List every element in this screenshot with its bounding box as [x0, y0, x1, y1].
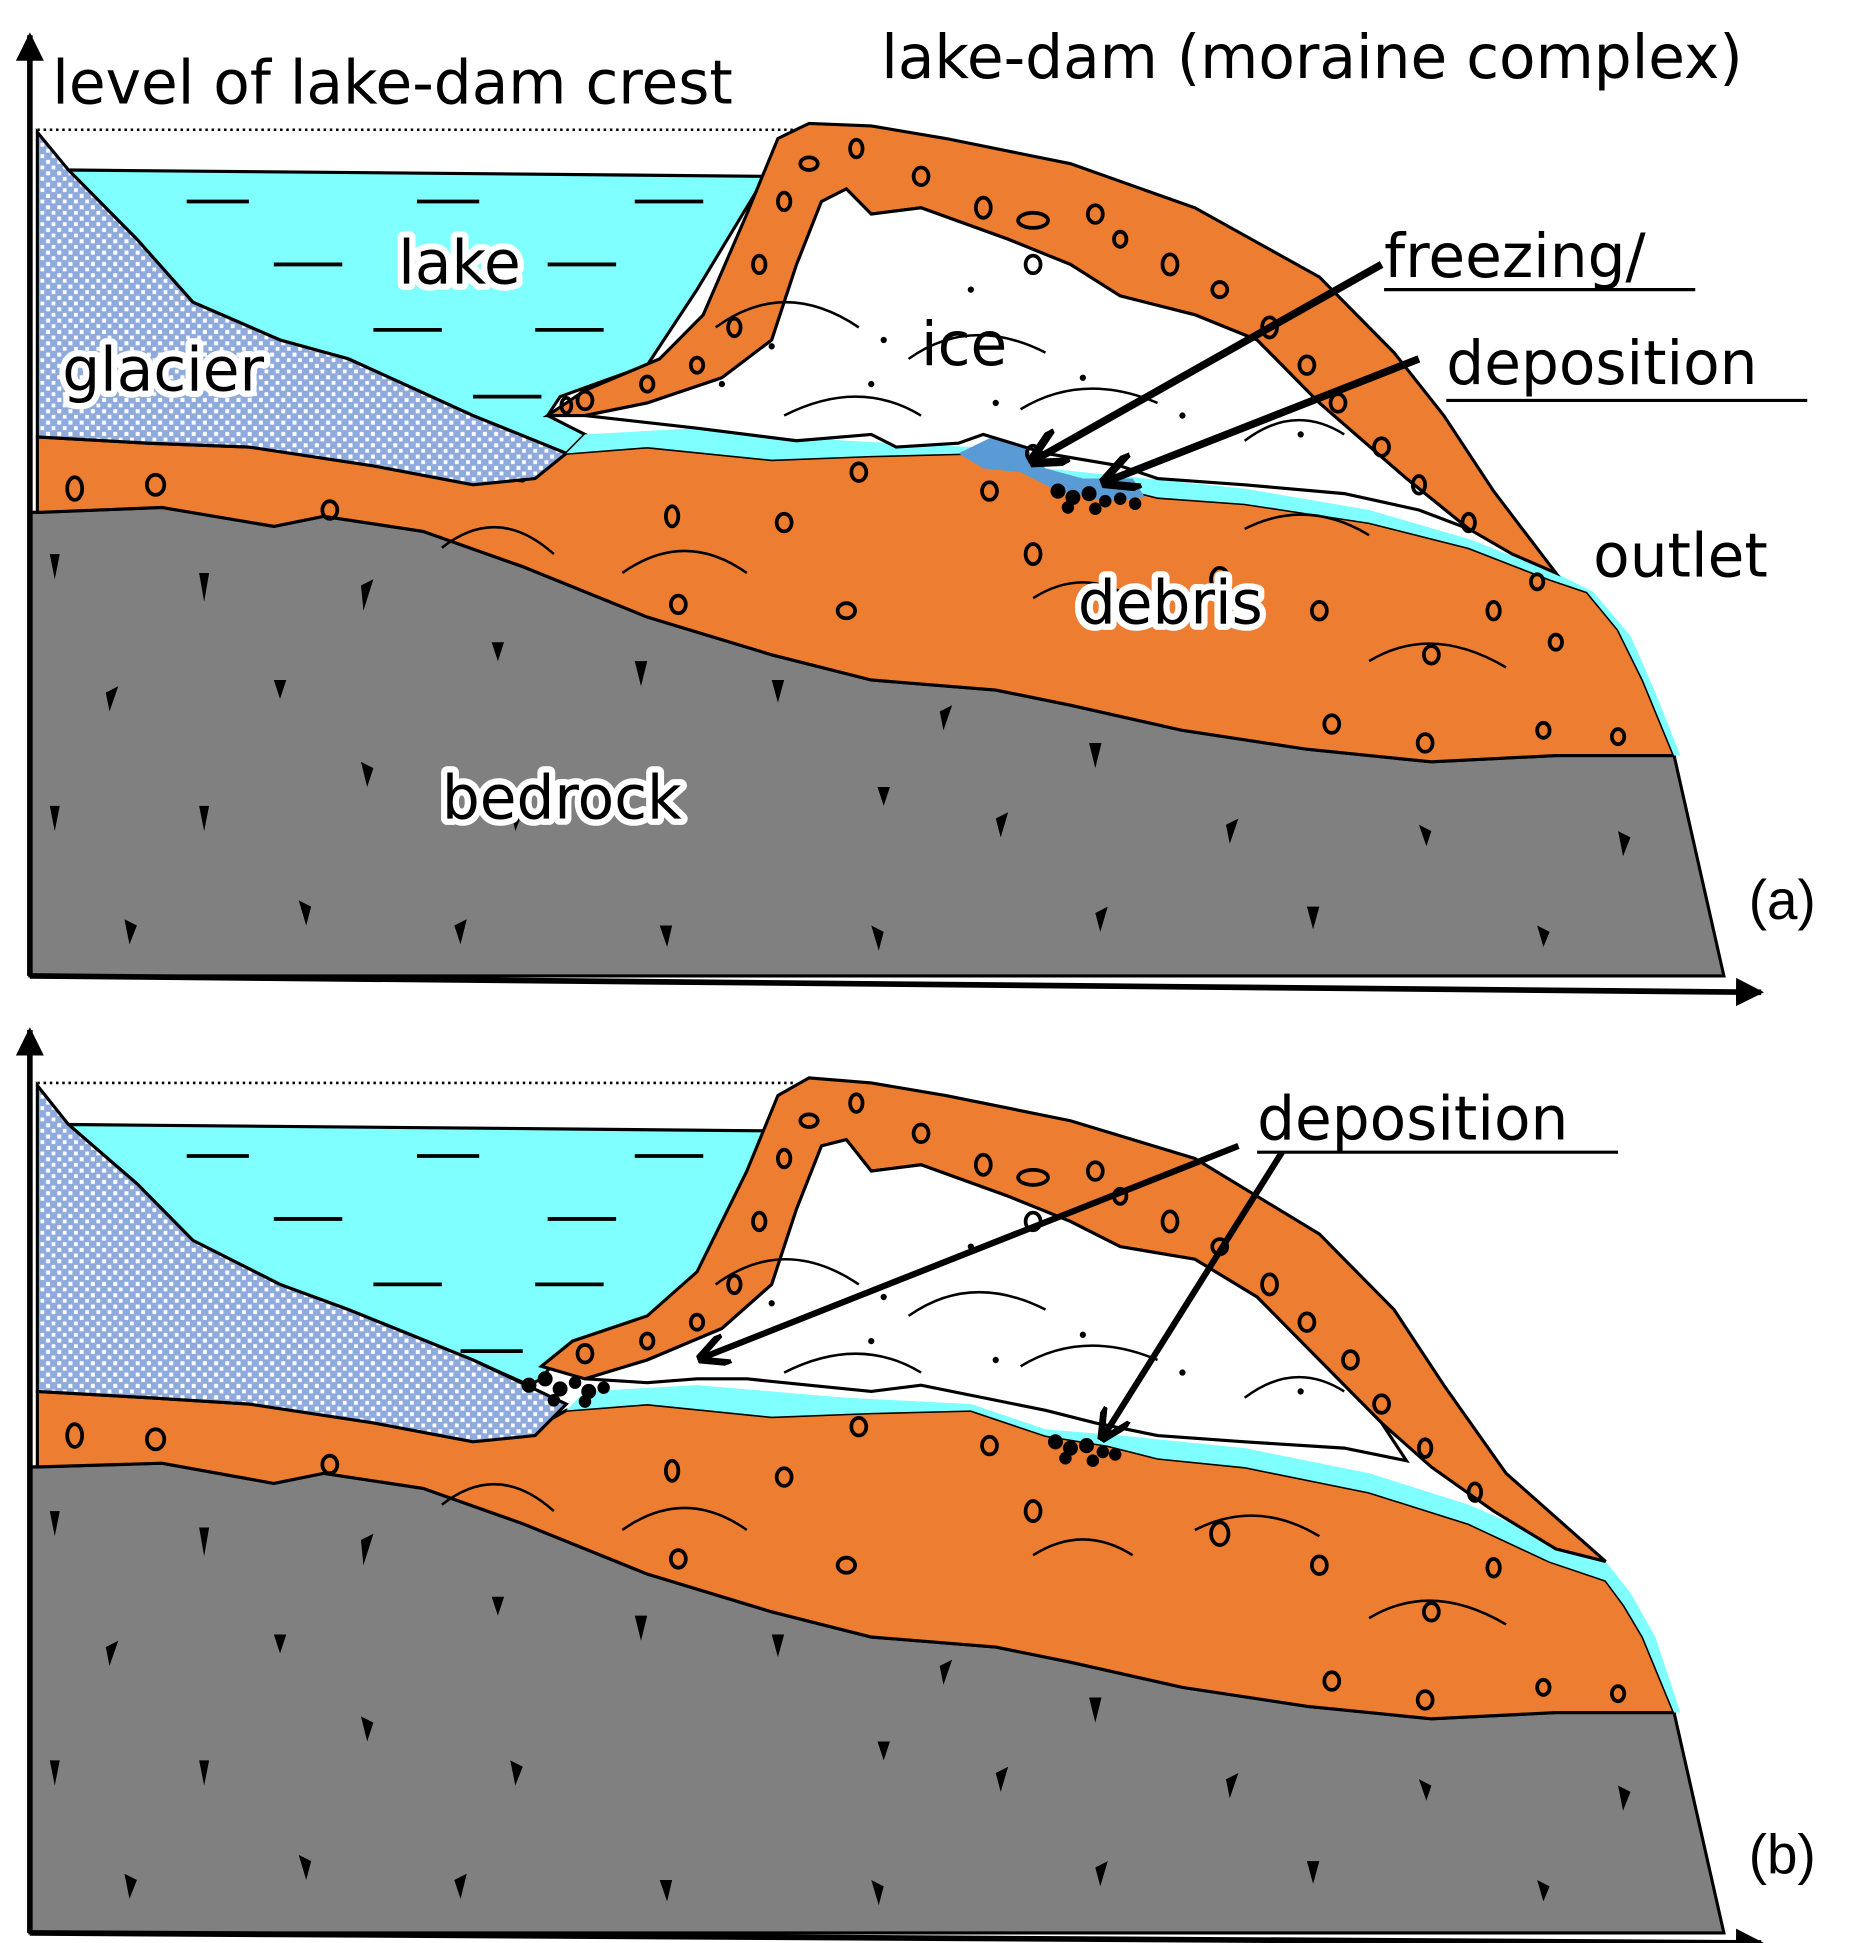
freezing-label: freezing/ [1384, 222, 1646, 292]
crest-level-label: level of lake-dam crest [52, 48, 733, 118]
ice-core [584, 186, 1470, 531]
x-axis-a [29, 973, 1765, 1007]
deposition-arrow-a [1108, 355, 1421, 481]
freezing-arrow [1036, 261, 1384, 459]
glacier-label: glacier [62, 335, 264, 405]
ice-dots [718, 286, 1304, 438]
deposited-clasts-channel [1048, 1434, 1122, 1468]
deposition-arrow-b1 [703, 1142, 1240, 1358]
debris-arc-lines [441, 1483, 1507, 1626]
panel-b-tag: (b) [1749, 1823, 1816, 1885]
bedrock-marks [49, 1511, 1631, 1906]
glacier-body [35, 1081, 569, 1444]
bedrock-label: bedrock [442, 763, 682, 833]
deposition-arrow-b2 [1104, 1150, 1285, 1435]
debris-arc-lines [441, 513, 1507, 669]
dam-label: lake-dam (moraine complex) [881, 23, 1742, 93]
lake-label: lake [398, 228, 520, 298]
deposited-clasts [1050, 483, 1142, 516]
ice-layer-lines [714, 1258, 1345, 1399]
glacier-body [35, 127, 570, 487]
x-axis-b [29, 1928, 1765, 1943]
debris-label: debris [1078, 568, 1263, 638]
outlet-label: outlet [1593, 521, 1768, 591]
ice-core [584, 1137, 1410, 1464]
lake-surface-dashes [186, 199, 704, 399]
deposited-clasts-glacier-toe [521, 1371, 610, 1408]
lake-surface-dashes [186, 1154, 704, 1354]
panel-a: level of lake-dam crest lake-dam (morain… [15, 23, 1816, 1007]
panel-a-tag: (a) [1749, 869, 1816, 931]
ice-label: ice [921, 310, 1007, 380]
deposition-label-a: deposition [1446, 329, 1757, 399]
deposition-label-b: deposition [1257, 1084, 1568, 1154]
panel-b: deposition (b) [15, 1027, 1816, 1943]
bedrock-marks [49, 554, 1631, 951]
